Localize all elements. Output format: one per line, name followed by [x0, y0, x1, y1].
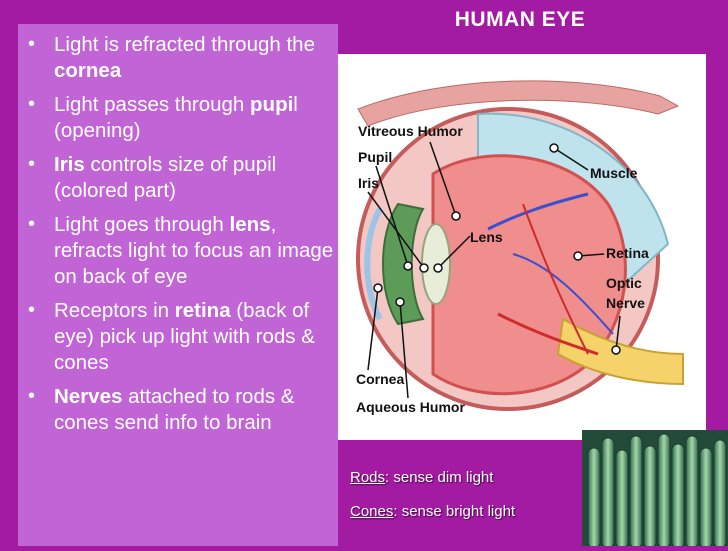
label-optic-2: Nerve — [606, 295, 645, 311]
bullet-text: (back of eye) pick up light with rods & … — [54, 299, 315, 374]
bullet-dot-icon: • — [28, 93, 36, 115]
bullet-text: controls size of pupil (colored part) — [54, 153, 277, 202]
caption-box: Rods: sense dim light Cones: sense brigh… — [350, 462, 580, 546]
bullet-item: • Iris controls size of pupil (colored pa… — [18, 152, 338, 204]
rods-cones-photo — [582, 430, 728, 549]
bullet-text: Light goes through — [54, 213, 230, 236]
bullet-dot-icon: • — [28, 213, 36, 235]
bullet-text: l (opening) — [54, 93, 298, 142]
bullet-dot-icon: • — [28, 153, 36, 175]
bullet-bold: Nerves — [54, 385, 123, 408]
bullet-item: • Light goes through lens, refracts light… — [18, 212, 338, 290]
bullet-list: • Light is refracted through the cornea •… — [18, 32, 338, 444]
label-pupil: Pupil — [358, 149, 392, 165]
bullet-item: • Nerves attached to rods & cones send in… — [18, 384, 338, 436]
label-muscle: Muscle — [590, 165, 638, 181]
bullet-item: • Receptors in retina (back of eye) pick … — [18, 298, 338, 376]
vessel — [497, 312, 599, 356]
bullet-dot-icon: • — [28, 299, 36, 321]
eye-diagram-illustration: Vitreous Humor Pupil Iris Lens Muscle Re… — [356, 80, 684, 415]
muscle-band — [357, 80, 680, 127]
label-aqueous: Aqueous Humor — [356, 399, 465, 415]
bullet-dot-icon: • — [28, 385, 36, 407]
vessel — [512, 253, 614, 335]
bullet-dot-icon: • — [28, 33, 36, 55]
label-lens: Lens — [470, 229, 503, 245]
label-vitreous: Vitreous Humor — [358, 123, 463, 139]
bullet-text: Light is refracted through the — [54, 33, 315, 56]
bullet-text: attached to rods & cones send info to br… — [54, 385, 295, 434]
label-retina: Retina — [606, 245, 649, 261]
rods-term: Rods — [350, 469, 386, 486]
label-optic-1: Optic — [606, 275, 642, 291]
bullet-item: • Light is refracted through the cornea — [18, 32, 338, 84]
bullet-bold: lens — [229, 213, 271, 236]
vessel — [487, 192, 589, 231]
bullet-text: , refracts light to focus an image on ba… — [54, 213, 334, 288]
bullet-text: Receptors in — [54, 299, 175, 322]
iris-green — [382, 202, 425, 326]
bullet-bold: cornea — [54, 59, 122, 82]
slide-title: HUMAN EYE — [454, 8, 586, 31]
rods-cones-illustration — [582, 430, 728, 549]
caption-rods: Rods: sense dim light — [350, 468, 580, 488]
vessel — [522, 203, 589, 355]
bullet-item: • Light passes through pupil (opening) — [18, 92, 338, 144]
bullet-text: Light passes through — [54, 93, 251, 116]
eye-diagram: Vitreous Humor Pupil Iris Lens Muscle Re… — [338, 54, 706, 440]
cones-term: Cones — [350, 503, 394, 520]
bullet-bold: pupi — [250, 93, 294, 116]
label-iris: Iris — [358, 175, 379, 191]
bullet-bold: Iris — [54, 153, 85, 176]
caption-cones: Cones: sense bright light — [350, 502, 580, 522]
label-cornea: Cornea — [356, 371, 404, 387]
bullet-bold: retina — [174, 299, 231, 322]
rods-desc: : sense dim light — [385, 469, 494, 486]
cones-desc: : sense bright light — [393, 503, 516, 520]
bullets-panel: • Light is refracted through the cornea •… — [18, 24, 338, 546]
